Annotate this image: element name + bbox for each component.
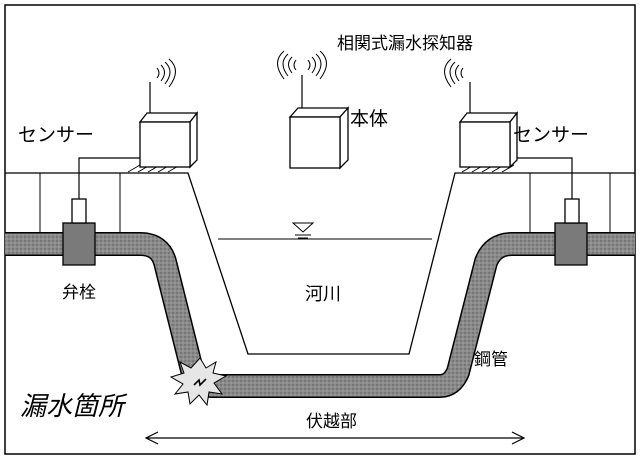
left-pit-lines	[39, 173, 121, 238]
main-unit-label: 本体	[350, 108, 389, 130]
left-sensor-box	[138, 111, 199, 169]
radio-wave-icon	[156, 58, 176, 88]
steel-pipe	[5, 232, 635, 398]
sensor-right-label: センサー	[513, 124, 590, 146]
left-sensor-cable	[78, 157, 140, 199]
radio-wave-icon	[277, 50, 327, 80]
crossing-span-arrow	[144, 431, 526, 445]
right-valve	[554, 198, 588, 266]
ground-profile	[5, 172, 635, 355]
main-unit-box	[288, 106, 350, 170]
diagram-frame	[4, 4, 636, 455]
right-sensor-cable	[510, 157, 573, 199]
pipe-texture	[5, 233, 635, 397]
sensor-left-label: センサー	[18, 124, 95, 146]
system-name-label: 相関式漏水探知器	[337, 34, 473, 54]
crossing-section-label: 伏越部	[306, 412, 357, 432]
water-surface-icon	[291, 222, 315, 239]
right-sensor-box	[458, 111, 519, 169]
left-valve	[62, 198, 96, 266]
radio-wave-icon	[444, 58, 464, 88]
right-pit-lines	[529, 173, 611, 238]
burst-icon	[169, 357, 228, 407]
valve-plug-label: 弁栓	[62, 283, 96, 303]
river-label: 河川	[305, 284, 341, 305]
leak-point-label: 漏水箇所	[20, 392, 125, 422]
steel-pipe-label: 鋼管	[474, 350, 508, 370]
